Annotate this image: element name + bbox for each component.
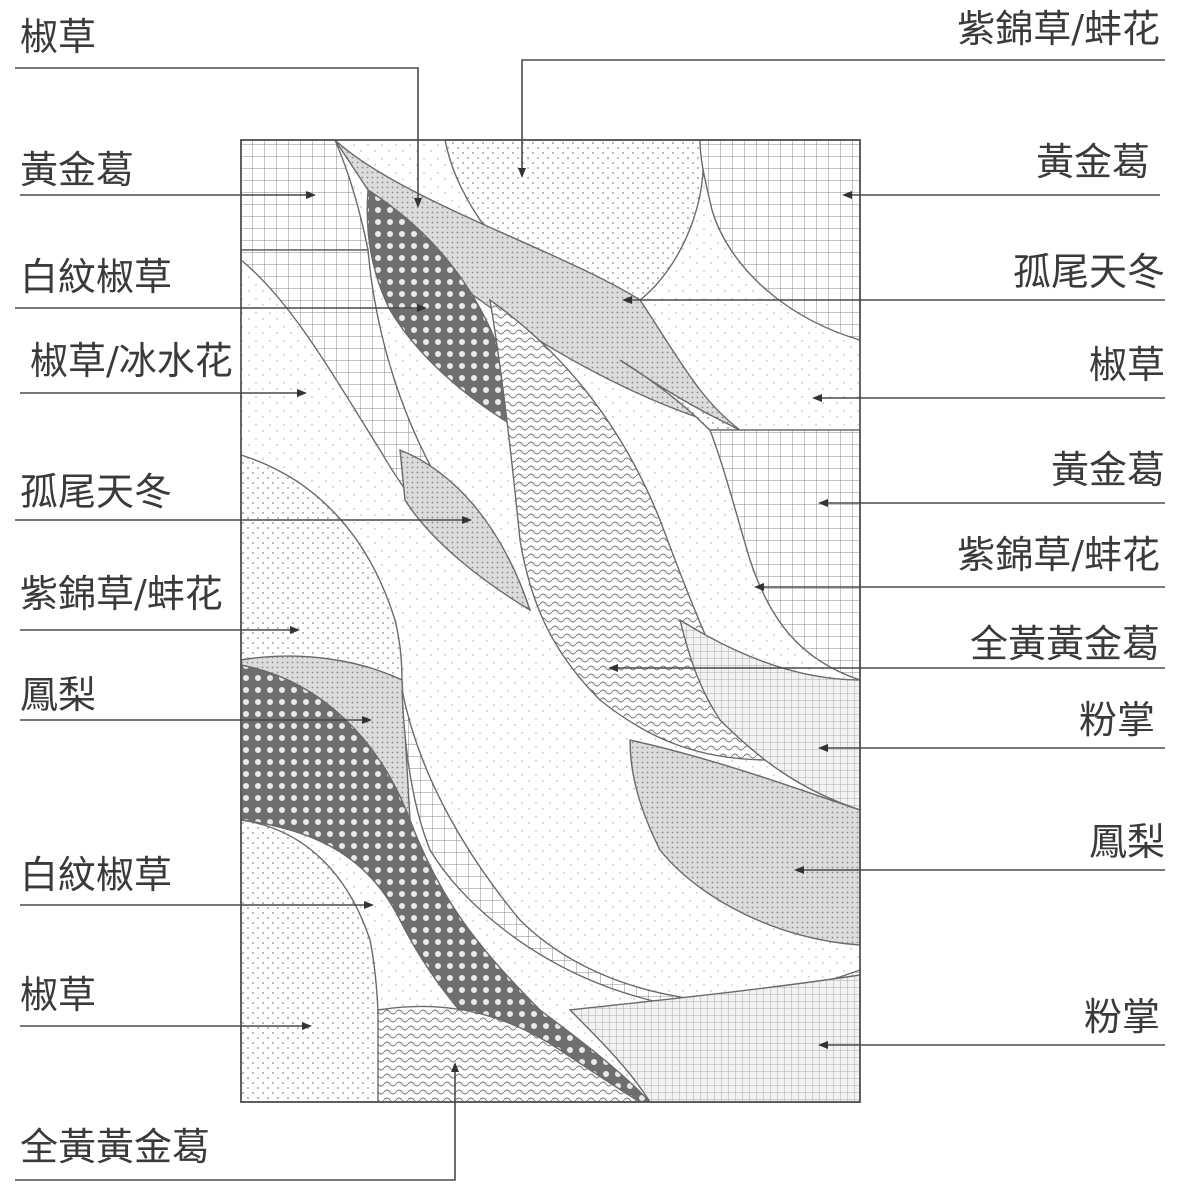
right-label-8: 粉掌 (1079, 698, 1155, 742)
right-label-9: 鳳梨 (1089, 820, 1165, 864)
arrow-left-2 (306, 191, 316, 199)
arrow-right-9 (794, 866, 804, 874)
left-label-9: 椒草 (20, 973, 96, 1017)
region-lower-dark (240, 664, 652, 1103)
leader-left-1 (15, 67, 419, 200)
region-upper-dark (366, 188, 521, 432)
right-label-4: 椒草 (1089, 343, 1165, 387)
arrow-right-10 (818, 1041, 828, 1049)
arrow-right-5 (818, 499, 828, 507)
left-label-6: 紫錦草/蚌花 (20, 572, 223, 616)
arrow-left-10 (451, 1062, 459, 1072)
right-label-2: 黃金葛 (1036, 140, 1150, 184)
right-label-5: 黃金葛 (1051, 448, 1165, 492)
arrow-left-8 (364, 901, 374, 909)
right-label-10: 粉掌 (1084, 995, 1160, 1039)
arrow-right-7 (608, 664, 618, 672)
left-label-3: 白紋椒草 (20, 255, 172, 299)
region-top-right-grid (699, 139, 861, 341)
arrow-left-3 (417, 304, 427, 312)
planting-bed (240, 139, 861, 1103)
arrow-left-6 (290, 626, 300, 634)
left-label-10: 全黃黃金葛 (20, 1125, 210, 1169)
arrow-right-6 (754, 583, 764, 591)
left-label-4: 椒草/冰水花 (30, 339, 233, 383)
leader-left-10 (15, 1070, 456, 1181)
arrow-left-9 (302, 1022, 312, 1030)
left-label-7: 鳳梨 (20, 673, 96, 717)
left-callouts: 椒草 黃金葛 白紋椒草 椒草/冰水花 孤尾天冬 紫錦草/蚌花 鳳梨 白紋椒草 椒… (15, 15, 472, 1181)
region-fine-lens (399, 448, 532, 612)
planting-bed-frame (240, 139, 861, 1103)
arrow-right-8 (818, 744, 828, 752)
region-left-dots (240, 454, 403, 681)
arrow-right-2 (842, 191, 852, 199)
arrow-left-7 (362, 716, 372, 724)
left-label-8: 白紋椒草 (20, 853, 172, 897)
right-label-6: 紫錦草/蚌花 (957, 533, 1160, 577)
arrow-right-4 (812, 394, 822, 402)
region-bottom-wave (377, 1005, 643, 1103)
right-callouts: 紫錦草/蚌花 黃金葛 孤尾天冬 椒草 黃金葛 紫錦草/蚌花 全黃黃金葛 粉掌 鳳… (518, 7, 1165, 1049)
left-label-1: 椒草 (20, 15, 96, 59)
arrow-left-4 (297, 389, 307, 397)
right-label-1: 紫錦草/蚌花 (957, 7, 1160, 51)
arrow-left-1 (414, 198, 422, 208)
left-label-2: 黃金葛 (20, 148, 134, 192)
region-right-fine (629, 739, 861, 946)
right-label-3: 孤尾天冬 (1013, 250, 1165, 294)
arrow-right-3 (622, 296, 632, 304)
arrow-left-5 (462, 516, 472, 524)
region-bottom-right-smallgrid (568, 974, 861, 1103)
arrow-right-1 (518, 168, 526, 178)
right-label-7: 全黃黃金葛 (970, 622, 1160, 666)
left-label-5: 孤尾天冬 (20, 470, 172, 514)
leader-right-1 (521, 59, 1165, 170)
